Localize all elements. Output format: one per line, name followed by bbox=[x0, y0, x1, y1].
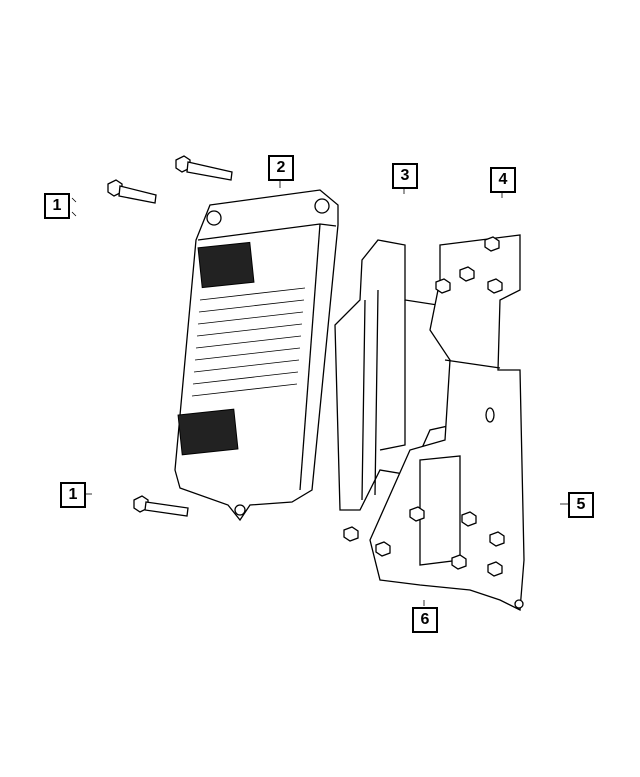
connector-lower bbox=[177, 408, 239, 456]
callout-2: 2 bbox=[268, 155, 294, 181]
nuts bbox=[343, 236, 505, 577]
callout-4: 4 bbox=[490, 167, 516, 193]
engine-control-module bbox=[174, 189, 339, 522]
callout-1-lower: 1 bbox=[60, 482, 86, 508]
callout-3: 3 bbox=[392, 163, 418, 189]
support-bracket bbox=[343, 234, 525, 612]
bolt-upper-right bbox=[175, 155, 233, 181]
callout-1-upper: 1 bbox=[44, 193, 70, 219]
callout-6: 6 bbox=[412, 607, 438, 633]
callout-5: 5 bbox=[568, 492, 594, 518]
connector-upper bbox=[197, 241, 255, 289]
bolt-upper-left bbox=[107, 179, 157, 204]
bolt-lower bbox=[133, 495, 189, 517]
leader-lines bbox=[71, 181, 568, 606]
cooling-fins bbox=[191, 287, 306, 397]
